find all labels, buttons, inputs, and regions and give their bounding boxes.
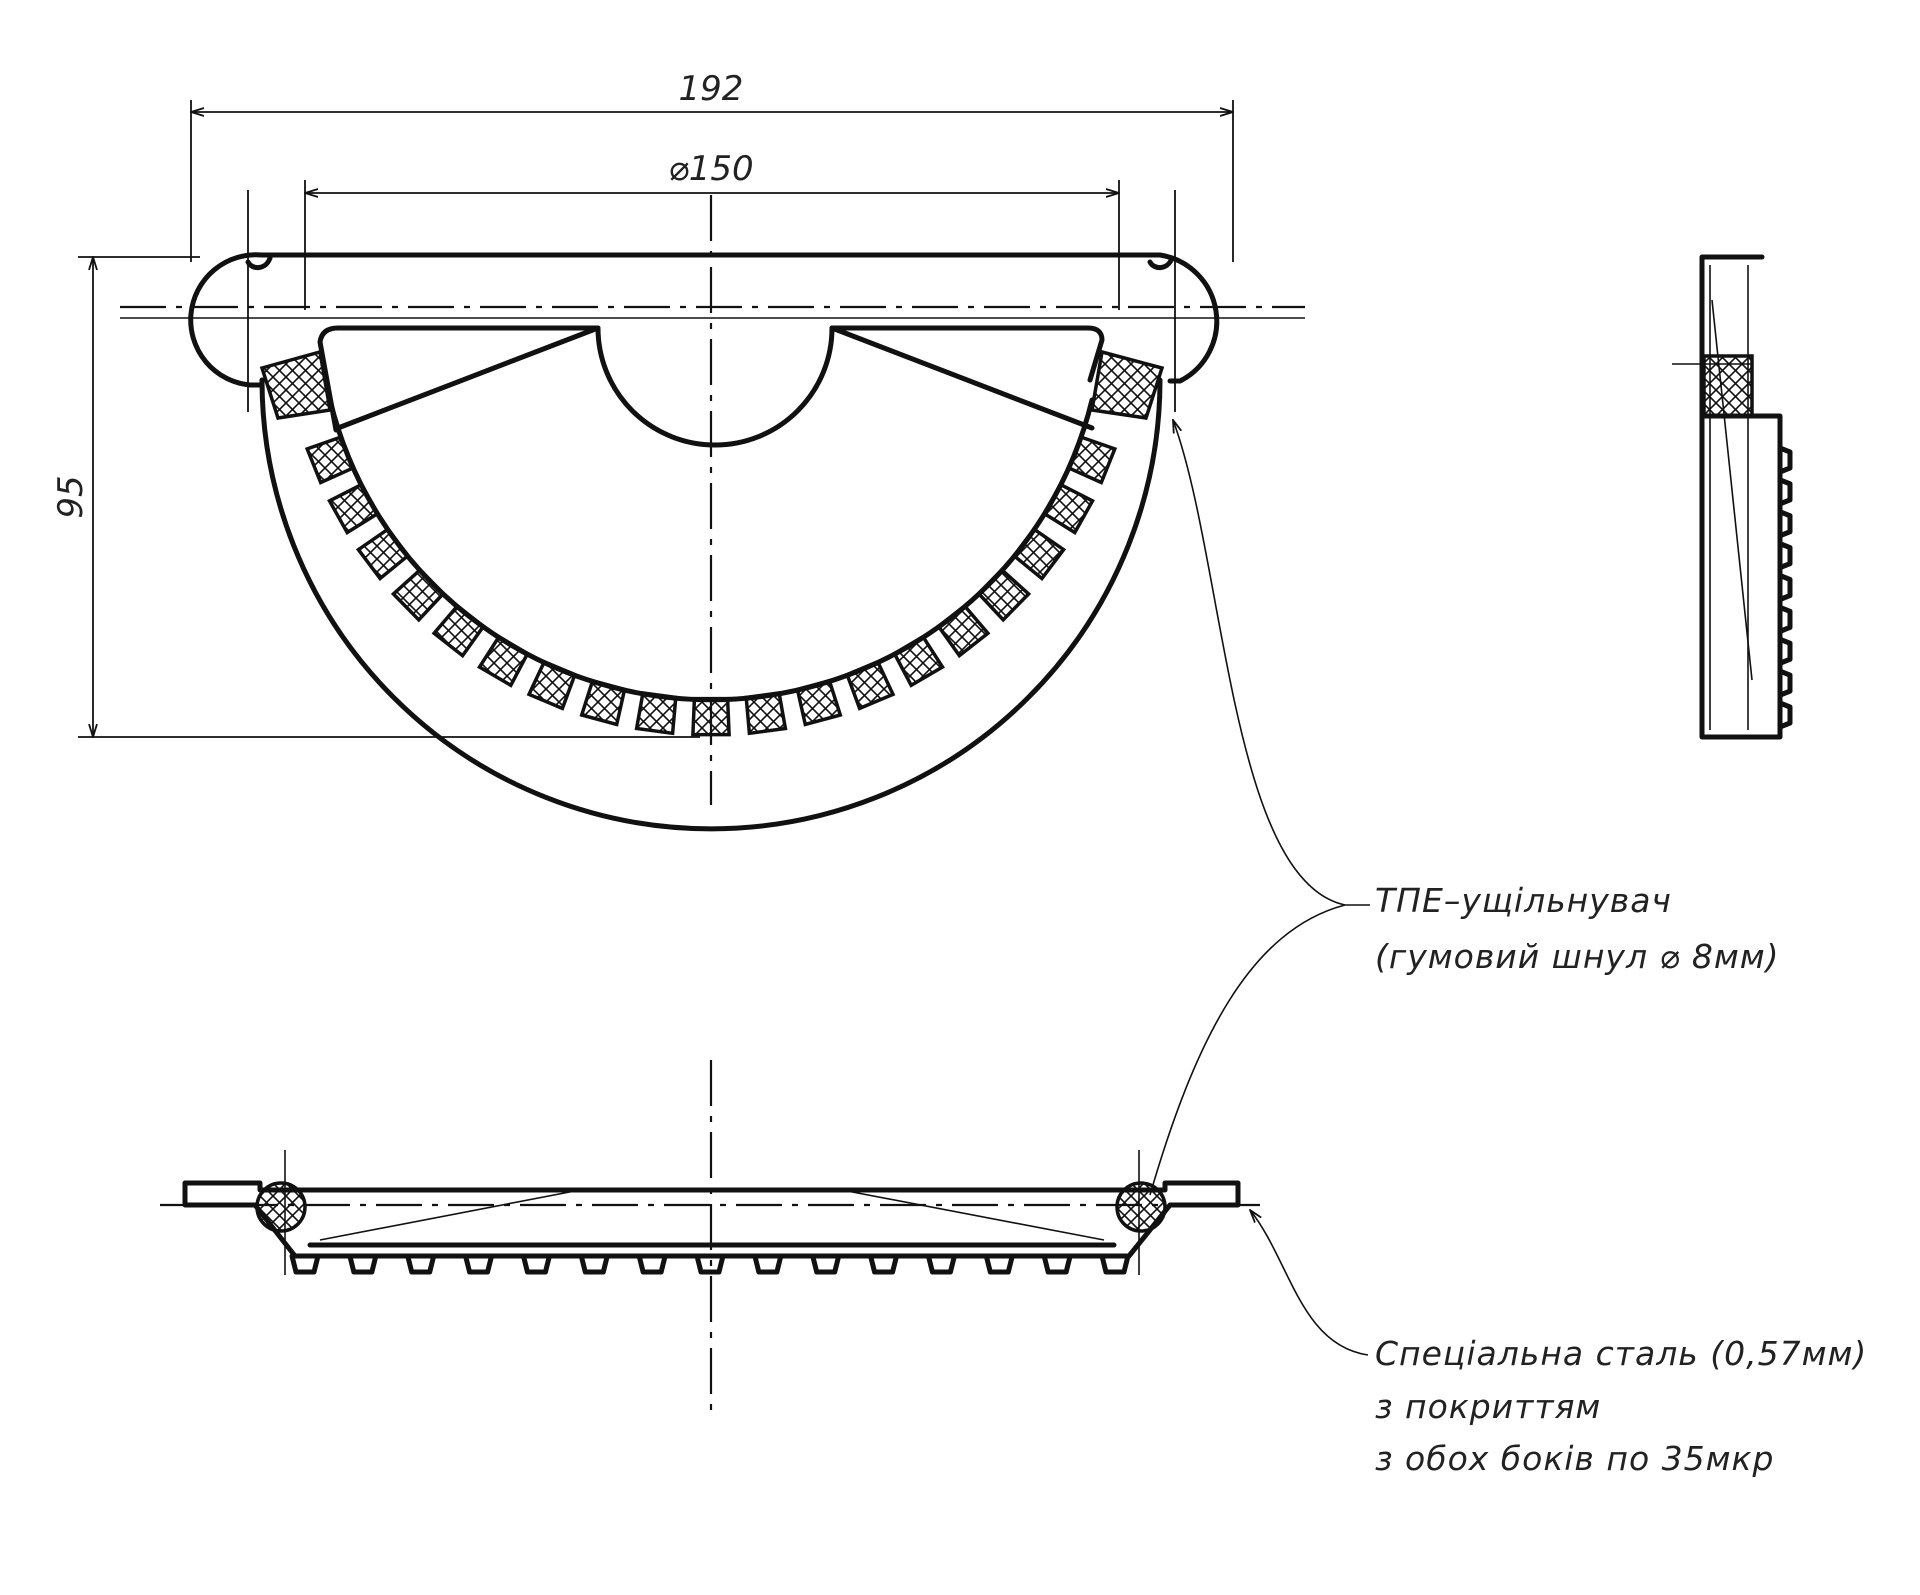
seal-leader	[1149, 420, 1346, 1196]
bottom-rib	[405, 1253, 437, 1275]
side-tooth	[1777, 700, 1793, 730]
bottom-view	[160, 1060, 1260, 1418]
side-body	[1699, 254, 1783, 740]
side-tooth	[1777, 604, 1793, 634]
bottom-rib	[520, 1253, 552, 1275]
front-view: 192 ⌀150 95	[51, 69, 1305, 832]
seal-note-line1: ТПЕ–ущільнувач	[1375, 881, 1672, 920]
bottom-body	[182, 1180, 1241, 1259]
steel-note-line2: з покриттям	[1375, 1387, 1601, 1426]
dim-diameter-label: ⌀150	[668, 149, 753, 189]
dim-width-label: 192	[679, 69, 744, 109]
seal-segment	[744, 691, 788, 736]
seal-segment	[477, 634, 530, 688]
seal-segment	[390, 567, 446, 623]
seal-segments	[304, 434, 1118, 737]
dim-height-label: 95	[51, 475, 91, 518]
bottom-rib	[925, 1253, 957, 1275]
seal-segment	[691, 696, 731, 737]
seal-segment	[936, 603, 991, 659]
seal-segment	[1041, 482, 1095, 535]
seal-segment	[844, 659, 896, 711]
side-teeth	[1777, 445, 1793, 730]
side-tooth	[1777, 573, 1793, 602]
seal-segment	[1066, 434, 1118, 485]
seal-segment	[976, 567, 1032, 623]
side-tooth	[1777, 541, 1793, 571]
inner-pocket	[317, 325, 1105, 448]
seal-segment	[795, 678, 843, 727]
bottom-seal-left	[255, 1181, 307, 1233]
bottom-rib	[810, 1253, 842, 1275]
steel-note-line3: з обох боків по 35мкр	[1375, 1439, 1774, 1478]
bottom-rib	[463, 1253, 495, 1275]
flange-outline	[188, 252, 1220, 388]
side-view	[1672, 254, 1793, 740]
bottom-rib	[1041, 1253, 1073, 1275]
bottom-cone-left	[319, 1189, 581, 1241]
side-tooth	[1777, 668, 1793, 698]
callouts: ТПЕ–ущільнувач (гумовий шнул ⌀ 8мм) Спец…	[1149, 420, 1867, 1478]
bottom-rib	[578, 1253, 610, 1275]
seal-segment	[634, 691, 678, 736]
seal-segment	[327, 482, 381, 535]
side-tooth	[1777, 445, 1793, 475]
bottom-rib	[1099, 1253, 1131, 1275]
pocket-slope-left	[335, 325, 601, 431]
bottom-rib	[347, 1253, 379, 1275]
seal-segment	[526, 659, 578, 711]
seal-segment	[431, 603, 486, 659]
bottom-rib	[868, 1253, 900, 1275]
seal-block-left	[259, 349, 333, 420]
seal-block-right	[1089, 349, 1165, 420]
bottom-rib	[636, 1253, 668, 1275]
flange-inner-edge	[245, 255, 1175, 270]
pocket-slope-right	[829, 325, 1095, 431]
bottom-seal-right	[1115, 1181, 1167, 1233]
seal-note-line2: (гумовий шнул ⌀ 8мм)	[1375, 937, 1780, 976]
steel-leader	[1250, 1210, 1369, 1356]
side-tooth	[1777, 636, 1793, 666]
bottom-rib	[752, 1253, 784, 1275]
seal-segment	[1011, 526, 1067, 582]
seal-segment	[304, 434, 356, 485]
bottom-cone-right	[841, 1189, 1105, 1241]
bottom-rib	[694, 1253, 726, 1275]
seal-segment	[579, 678, 627, 727]
bottom-rib	[983, 1253, 1015, 1275]
side-tooth	[1777, 477, 1793, 507]
side-seal	[1702, 354, 1754, 418]
steel-note-line1: Спеціальна сталь (0,57мм)	[1375, 1334, 1867, 1373]
seal-segment	[892, 634, 945, 688]
side-tooth	[1777, 509, 1793, 539]
outer-arc	[259, 377, 1163, 832]
seal-segment	[355, 526, 411, 582]
bottom-ribs	[289, 1253, 1131, 1275]
bottom-rib	[289, 1253, 321, 1275]
